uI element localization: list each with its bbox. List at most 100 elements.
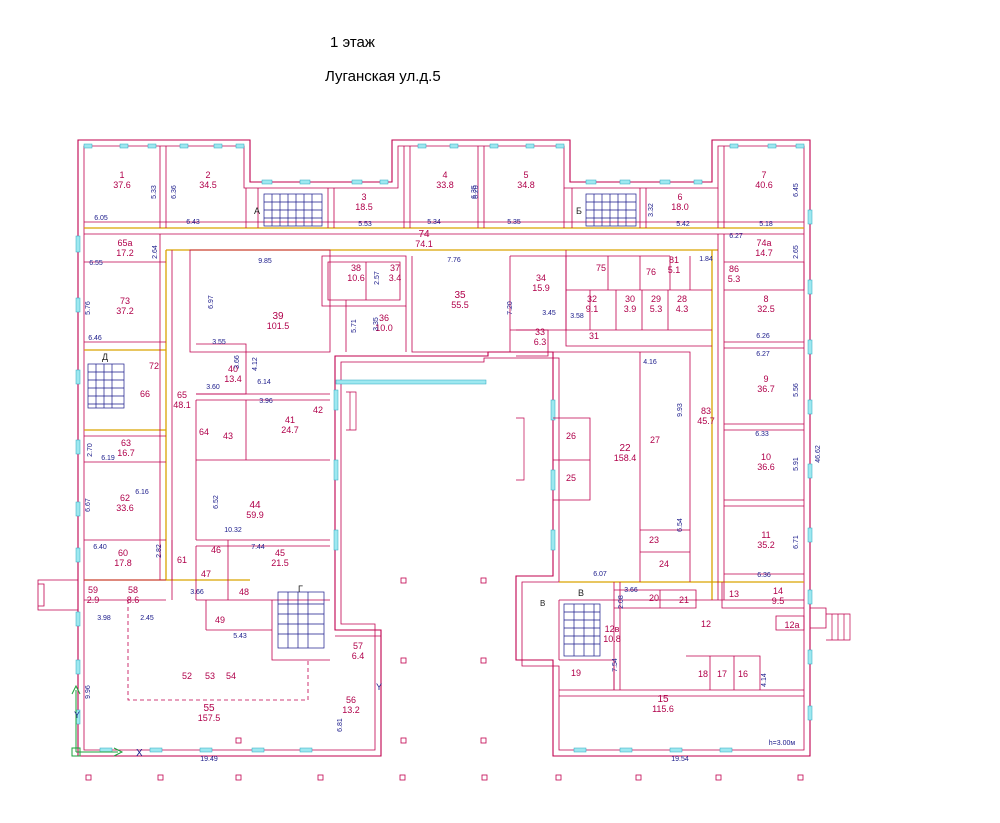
dimension-label: 3.55 — [212, 339, 226, 346]
dimension-label: 3.45 — [542, 310, 556, 317]
room-number: 63 — [121, 438, 131, 448]
dimension-label: 6.97 — [208, 295, 215, 309]
interior-walls — [84, 146, 805, 701]
room-number: 52 — [182, 671, 192, 681]
stair-label-v: В — [578, 588, 584, 598]
stair-label-d: Д — [102, 352, 108, 362]
dimension-label: 6.27 — [729, 233, 743, 240]
room-area: 3.4 — [389, 273, 402, 283]
room-area: 9.5 — [772, 596, 785, 606]
dimension-label: 6.33 — [755, 431, 769, 438]
dimension-label: 5.18 — [759, 221, 773, 228]
room-number: 54 — [226, 671, 236, 681]
axis-y-label: Y — [74, 710, 80, 720]
dimension-label: 6.71 — [793, 535, 800, 549]
dimension-label: 6.46 — [88, 335, 102, 342]
room-number: 25 — [566, 473, 576, 483]
room-number: 7 — [761, 170, 766, 180]
dimension-label: 3.66 — [190, 589, 204, 596]
room-number: 1 — [119, 170, 124, 180]
dimension-label: 5.76 — [85, 301, 92, 315]
room-number: 76 — [646, 267, 656, 277]
room-number: 6 — [677, 192, 682, 202]
room-area: 48.1 — [173, 400, 191, 410]
dimension-label: 3.60 — [206, 384, 220, 391]
room-area: 24.7 — [281, 425, 299, 435]
room-number: 18 — [698, 669, 708, 679]
room-number: 60 — [118, 548, 128, 558]
room-number: 13 — [729, 589, 739, 599]
axis-y-label-2: Y — [376, 682, 382, 692]
room-number: 15 — [657, 694, 669, 705]
dimension-label: 6.16 — [135, 489, 149, 496]
room-number: 75 — [596, 263, 606, 273]
room-number: 28 — [677, 294, 687, 304]
room-area: 55.5 — [451, 300, 469, 310]
dimension-label: 5.33 — [151, 185, 158, 199]
room-area: 36.6 — [757, 462, 775, 472]
outer-walls — [37, 139, 827, 757]
dimension-label: 6.26 — [756, 333, 770, 340]
dimension-label: 6.45 — [793, 183, 800, 197]
dimension-label: 5.71 — [351, 319, 358, 333]
dimension-label: 6.52 — [213, 495, 220, 509]
room-number: 22 — [619, 443, 631, 454]
room-number: 33 — [535, 327, 545, 337]
room-number: 9 — [763, 374, 768, 384]
room-number: 40 — [228, 364, 238, 374]
room-number: 62 — [120, 493, 130, 503]
room-number: 2 — [205, 170, 210, 180]
dimension-label: 5.35 — [507, 219, 521, 226]
room-area: 6.4 — [352, 651, 365, 661]
room-number: 64 — [199, 427, 209, 437]
dimension-label: 5.91 — [793, 457, 800, 471]
room-number: 12в — [605, 624, 620, 634]
room-number: 4 — [442, 170, 447, 180]
room-number: 19 — [571, 668, 581, 678]
room-number: 56 — [346, 695, 356, 705]
dimension-label: 9.85 — [258, 258, 272, 265]
room-area: 17.8 — [114, 558, 132, 568]
dimension-label: 6.55 — [89, 260, 103, 267]
dimension-label: 2.64 — [152, 245, 159, 259]
room-area: 4.3 — [676, 304, 689, 314]
room-area: 33.6 — [116, 503, 134, 513]
room-number: 23 — [649, 535, 659, 545]
room-number: 42 — [313, 405, 323, 415]
dimension-label: 10.32 — [224, 527, 242, 534]
room-area: 9.1 — [586, 304, 599, 314]
room-number: 44 — [249, 500, 261, 511]
room-area: 34.5 — [199, 180, 217, 190]
room-number: 83 — [701, 406, 711, 416]
room-area: 35.2 — [757, 540, 775, 550]
axis-x-label: X — [136, 748, 143, 759]
room-number: 31 — [589, 331, 599, 341]
room-area: 17.2 — [116, 248, 134, 258]
stair-letters: А Б В Г Д В — [102, 206, 584, 608]
room-number: 29 — [651, 294, 661, 304]
dimension-label: 5.43 — [233, 633, 247, 640]
stair-label-g: Г — [298, 584, 303, 594]
room-number: 26 — [566, 431, 576, 441]
room-labels: 137.6234.5318.5433.8534.8618.0740.6832.5… — [87, 170, 800, 723]
dimension-label: 6.20 — [473, 185, 480, 199]
dimension-label: 6.07 — [593, 571, 607, 578]
dimension-label: 19.54 — [671, 756, 689, 763]
room-area: 3.9 — [624, 304, 637, 314]
room-area: 2.9 — [87, 595, 100, 605]
room-number: 65а — [117, 238, 132, 248]
room-area: 18.5 — [355, 202, 373, 212]
room-area: 15.9 — [532, 283, 550, 293]
dimension-label: 6.81 — [337, 718, 344, 732]
dimension-label: 2.65 — [793, 245, 800, 259]
room-number: 11 — [761, 530, 770, 540]
dimension-label: 2.82 — [156, 544, 163, 558]
stairs — [87, 193, 637, 657]
room-number: 12а — [784, 620, 799, 630]
room-number: 39 — [272, 311, 284, 322]
room-number: 8 — [763, 294, 768, 304]
dimension-label: 7.76 — [447, 257, 461, 264]
room-area: 115.6 — [652, 704, 674, 714]
